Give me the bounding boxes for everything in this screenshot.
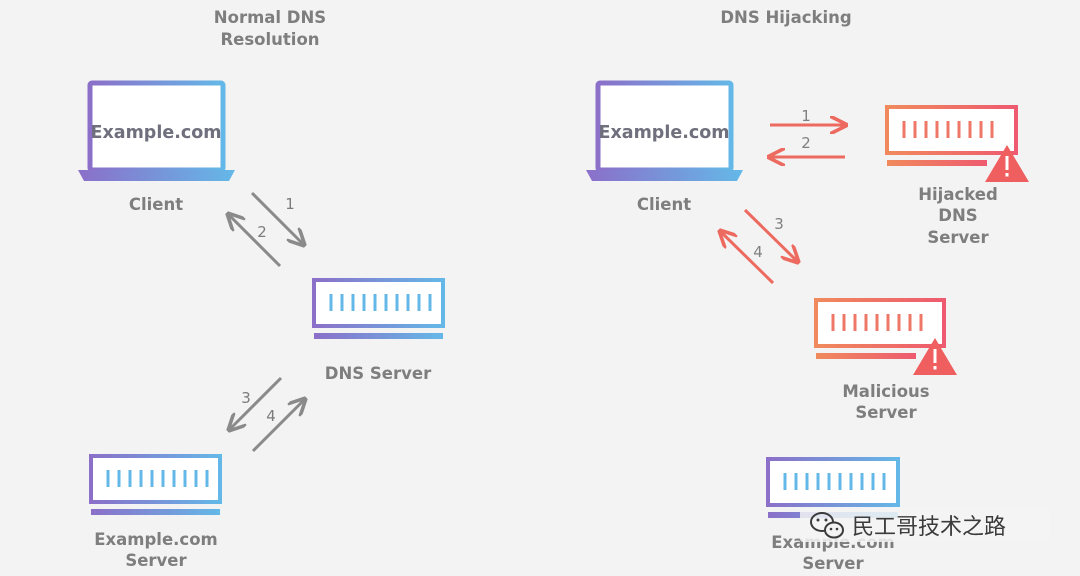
left-arrow-2 [228, 214, 282, 268]
malicious-server-label-line2: Server [855, 403, 917, 422]
hijacked-dns-label-line2: DNS [938, 206, 977, 225]
malicious-server-label-line1: Malicious [842, 382, 929, 401]
watermark: 民工哥技术之路 [800, 508, 1050, 542]
hijacked-dns-label-line1: Hijacked [918, 185, 998, 204]
right-client-laptop-icon [586, 80, 743, 181]
left-web-server-label-line1: Example.com [94, 530, 217, 549]
hijacked-warning-icon [985, 145, 1029, 182]
left-step-4: 4 [266, 407, 276, 425]
right-step-1: 1 [801, 107, 811, 125]
left-step-3: 3 [241, 389, 251, 407]
left-arrow-3 [229, 376, 283, 430]
wechat-icon [810, 512, 844, 539]
hijacked-dns-server-icon [885, 105, 1018, 166]
right-web-server-label-line2: Server [802, 554, 864, 573]
left-dns-server-label: DNS Server [325, 364, 432, 383]
watermark-text: 民工哥技术之路 [852, 515, 1006, 540]
right-client-screen-text: Example.com [599, 123, 730, 143]
right-arrow-4 [720, 231, 775, 285]
left-step-2: 2 [257, 223, 267, 241]
left-client-laptop-icon [78, 80, 235, 181]
left-arrow-4 [251, 399, 305, 453]
malicious-warning-icon [913, 338, 957, 375]
left-web-server-label-line2: Server [125, 551, 187, 570]
hijacked-dns-label-line3: Server [927, 228, 989, 247]
malicious-server-icon [814, 298, 946, 359]
left-arrow-1 [250, 191, 304, 245]
left-client-screen-text: Example.com [91, 123, 222, 143]
left-panel-title-line2: Resolution [220, 30, 319, 49]
left-step-1: 1 [285, 195, 295, 213]
right-arrow-3 [743, 208, 798, 262]
right-client-label: Client [637, 195, 691, 214]
right-step-2: 2 [801, 134, 811, 152]
right-step-3: 3 [774, 215, 784, 233]
left-dns-server-icon [312, 278, 445, 339]
left-client-label: Client [129, 195, 183, 214]
left-panel-title-line1: Normal DNS [214, 8, 326, 27]
right-panel-title: DNS Hijacking [720, 8, 851, 27]
left-web-server-icon [89, 454, 222, 515]
right-step-4: 4 [753, 243, 763, 261]
